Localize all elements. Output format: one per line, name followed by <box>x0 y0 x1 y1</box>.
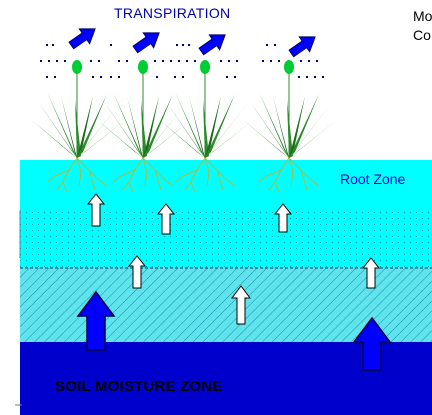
large-up-arrow-icon <box>352 316 392 371</box>
moisture-up-arrows-small <box>86 193 381 325</box>
corner-text-line1: Mo <box>413 8 432 24</box>
large-up-arrow-icon <box>76 290 116 351</box>
up-arrow-icon <box>231 285 251 325</box>
plant-icon <box>241 60 337 193</box>
plant-icon <box>157 60 253 193</box>
up-arrow-icon <box>361 257 381 289</box>
moisture-up-arrows-large <box>76 290 392 371</box>
plant-icon <box>29 60 125 193</box>
up-arrow-icon <box>156 203 176 235</box>
corner-text-line2: Co <box>413 27 431 43</box>
transpiration-arrow-icon <box>68 28 96 50</box>
transpiration-arrows <box>68 28 316 58</box>
vapour-dots <box>40 44 324 78</box>
root-zone-layer <box>20 160 432 210</box>
transpiration-label: TRANSPIRATION <box>114 5 231 21</box>
transpiration-arrow-icon <box>198 34 226 56</box>
plants <box>29 60 337 193</box>
root-zone-label: Root Zone <box>340 171 406 187</box>
up-arrow-icon <box>86 193 106 227</box>
soil-moisture-zone-label: SOIL MOISTURE ZONE <box>55 378 223 395</box>
up-arrow-icon <box>127 255 147 289</box>
up-arrow-icon <box>273 203 293 233</box>
transpiration-arrow-icon <box>288 36 316 58</box>
plant-icon <box>95 60 191 193</box>
dotted-transition-layer <box>20 210 432 268</box>
transpiration-arrow-icon <box>132 32 160 54</box>
